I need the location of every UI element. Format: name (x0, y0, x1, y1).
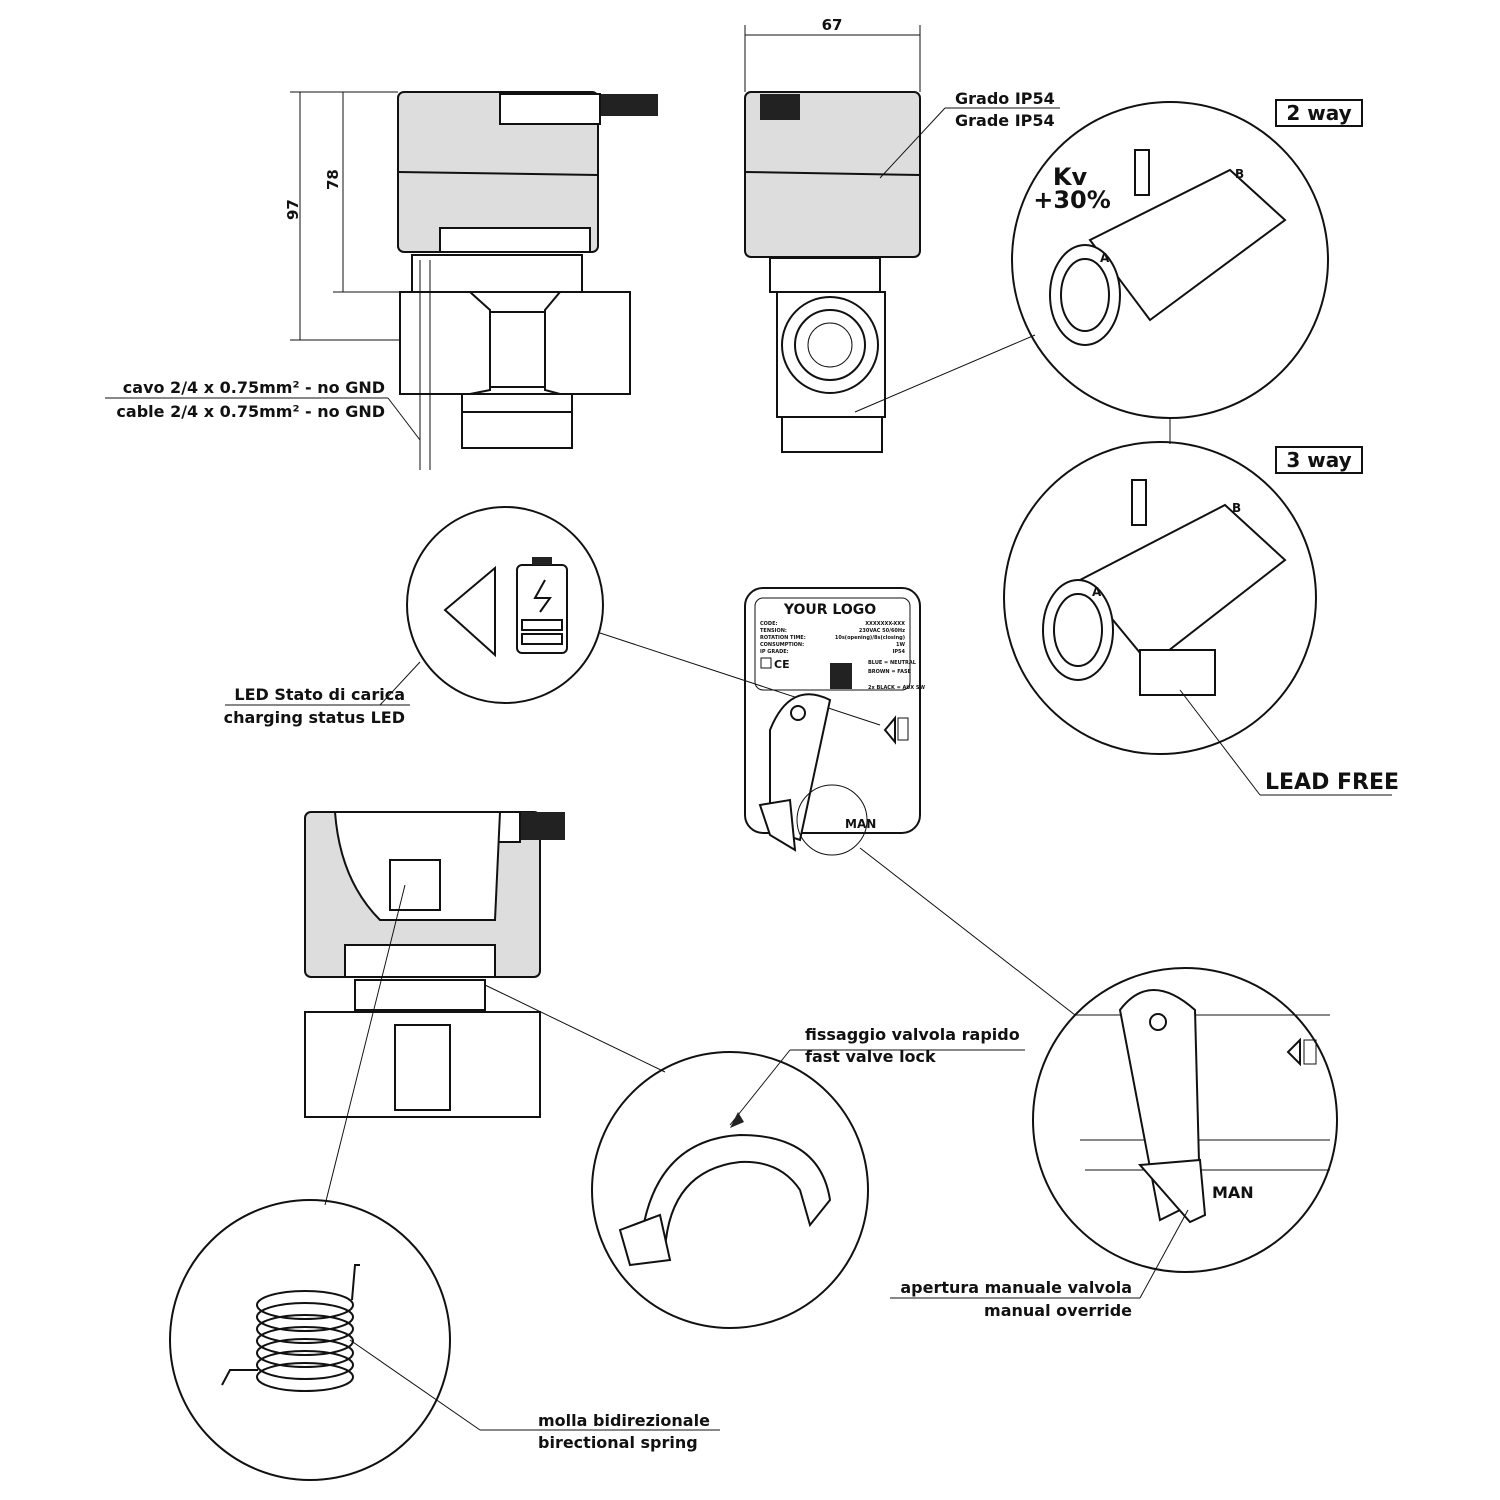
row-value: 1W (896, 642, 905, 648)
cable-label-it: cavo 2/4 x 0.75mm² - no GND (123, 378, 385, 397)
man-label: MAN (845, 817, 876, 831)
port-b-3way: B (1232, 501, 1241, 515)
dimension-97: 97 (284, 199, 302, 220)
row-value: 230VAC 50/60Hz (859, 628, 905, 634)
three-way-label: 3 way (1286, 448, 1351, 472)
led-detail: LED Stato di carica charging status LED (224, 506, 881, 727)
ip-grade-it: Grado IP54 (955, 89, 1055, 108)
spring-icon (221, 1264, 360, 1392)
wire-label: BLUE = NEUTRAL (868, 660, 917, 666)
ip-grade-en: Grade IP54 (955, 111, 1055, 130)
row-key: IP GRADE: (760, 649, 789, 655)
led-label-it: LED Stato di carica (234, 685, 405, 704)
row-value: 10s(opening)/8s(closing) (835, 635, 905, 641)
two-way-label: 2 way (1286, 101, 1351, 125)
dimension-67: 67 (822, 16, 843, 34)
led-label-en: charging status LED (224, 708, 405, 727)
dimension-78: 78 (324, 169, 342, 190)
nameplate-view: YOUR LOGO CODE: XXXXXXX-XXX TENSION: 230… (744, 587, 1076, 1016)
valve-lock-detail: fissaggio valvola rapido fast valve lock (591, 1025, 1025, 1329)
three-way-valve-detail: 3 way A B LEAD FREE (1003, 441, 1399, 796)
wire-label: BROWN = FASE (868, 669, 912, 675)
spring-detail: molla bidirezionale birectional spring (169, 1199, 720, 1481)
kv-label: Kv (1053, 163, 1088, 191)
row-value: IP54 (893, 649, 906, 655)
wire-label: 2x BLACK = AUX SW (868, 685, 925, 691)
cable-label-en: cable 2/4 x 0.75mm² - no GND (116, 402, 385, 421)
cutaway-view (304, 811, 666, 1206)
spring-label-it: molla bidirezionale (538, 1411, 710, 1430)
port-b: B (1235, 167, 1244, 181)
port-a-3way: A (1092, 585, 1102, 599)
front-view: 97 78 cavo 2/4 x 0.75mm² - no GND cable … (105, 91, 658, 470)
port-a: A (1100, 251, 1110, 265)
row-key: CONSUMPTION: (760, 642, 804, 648)
ce-mark: CE (774, 658, 790, 671)
spring-label-en: birectional spring (538, 1433, 698, 1452)
row-value: XXXXXXX-XXX (865, 621, 905, 627)
lead-free-label: LEAD FREE (1265, 770, 1399, 795)
manual-override-detail: MAN apertura manuale valvola manual over… (890, 967, 1338, 1320)
man-label-detail: MAN (1212, 1183, 1254, 1202)
row-key: TENSION: (760, 628, 787, 634)
row-key: ROTATION TIME: (760, 635, 806, 641)
valve-lock-label-it: fissaggio valvola rapido (805, 1025, 1020, 1044)
manual-override-label-it: apertura manuale valvola (900, 1278, 1132, 1297)
row-key: CODE: (760, 621, 778, 627)
manual-override-label-en: manual override (984, 1301, 1132, 1320)
two-way-valve-detail: 2 way Kv +30% A B (1011, 99, 1363, 444)
kv-value: +30% (1033, 186, 1111, 214)
side-view: 67 Grado IP54 Grade IP54 (744, 16, 1060, 453)
nameplate-logo: YOUR LOGO (783, 602, 876, 618)
valve-lock-label-en: fast valve lock (805, 1047, 936, 1066)
